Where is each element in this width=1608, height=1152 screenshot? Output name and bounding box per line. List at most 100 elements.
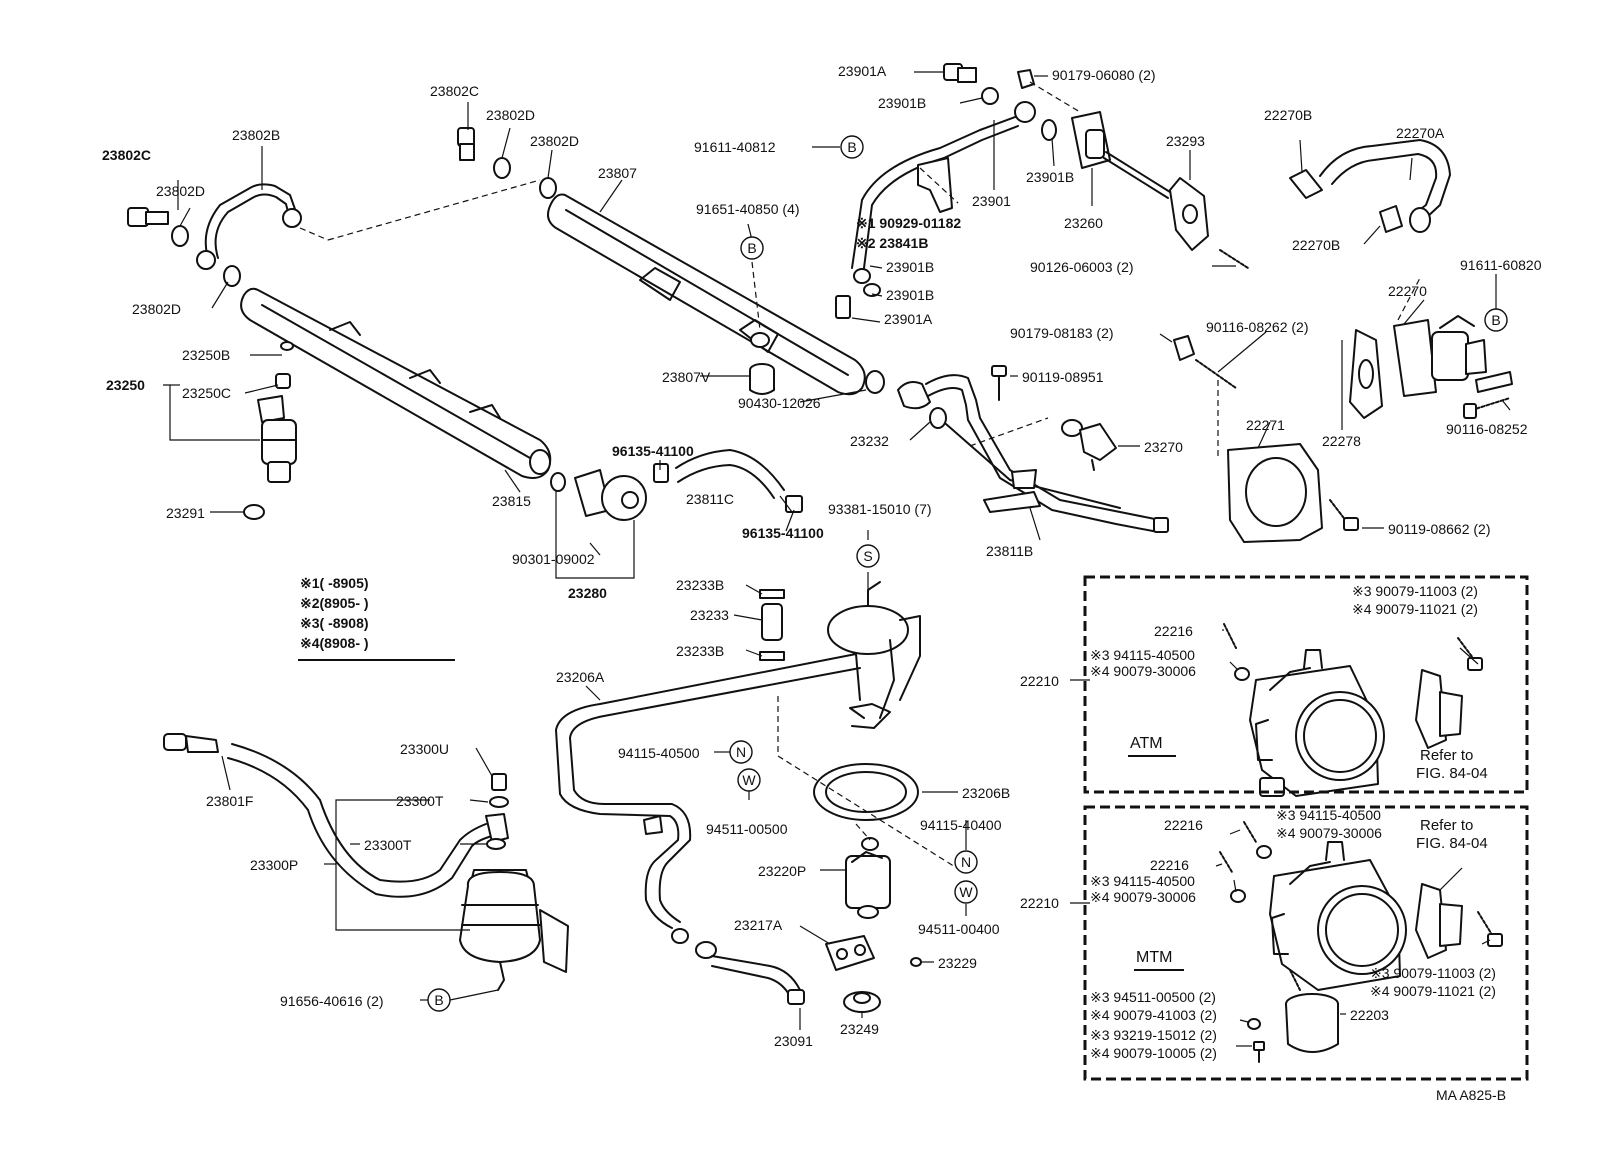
application-notes: ※1( -8905) ※2(8905- ) ※3( -8908) ※4(8908… <box>298 215 961 661</box>
atm-part-1: ※3 90079-11003 (2) <box>1352 583 1478 599</box>
bolt-90119-08662 <box>1329 499 1359 531</box>
label-23901b: 23901B <box>1026 169 1074 185</box>
label-23233b: 23233B <box>676 643 724 659</box>
label-23091: 23091 <box>774 1033 813 1049</box>
part-labels: 23802C 23802D 23802B 23802C 23802D 23802… <box>102 63 1542 1103</box>
label-23217a: 23217A <box>734 917 783 933</box>
label-23807: 23807 <box>598 165 637 181</box>
mtm-ref-1: Refer to <box>1420 817 1473 834</box>
label-23229: 23229 <box>938 955 977 971</box>
label-90116-08262: 90116-08262 (2) <box>1206 319 1308 335</box>
label-23802d: 23802D <box>530 133 579 149</box>
label-23802c: 23802C <box>430 83 479 99</box>
mtm-section: MTM ※3 94115-40500 ※4 90079-30006 ※3 941… <box>1090 807 1496 1061</box>
gasket-23206b <box>813 763 919 821</box>
mtm-part-3: ※3 94115-40500 <box>1090 873 1195 889</box>
label-23250: 23250 <box>106 377 145 393</box>
callout-letter: W <box>959 884 973 900</box>
label-23901: 23901 <box>972 193 1011 209</box>
label-94511-00500: 94511-00500 <box>706 821 788 837</box>
label-23807v: 23807V <box>662 369 711 385</box>
label-22270b: 22270B <box>1264 107 1312 123</box>
label-91656-40616: 91656-40616 (2) <box>280 993 384 1009</box>
filter-23249 <box>843 991 881 1013</box>
atm-part-4: ※4 90079-30006 <box>1090 663 1196 679</box>
mtm-part-1: ※3 94115-40500 <box>1276 807 1381 823</box>
mtm-part-7: ※3 94511-00500 (2) <box>1090 989 1216 1005</box>
label-90119-08662: 90119-08662 (2) <box>1388 521 1490 537</box>
nut-and-stud <box>1173 335 1237 389</box>
label-23901b: 23901B <box>886 287 934 303</box>
label-23300p: 23300P <box>250 857 298 873</box>
pressure-regulator-23280 <box>550 469 647 521</box>
hose-22270a <box>1289 139 1451 233</box>
label-23901b: 23901B <box>878 95 926 111</box>
atm-ref-1: Refer to <box>1420 747 1473 764</box>
label-90116-08252: 90116-08252 <box>1446 421 1528 437</box>
callout-letter: S <box>863 548 872 564</box>
mtm-part-6: ※4 90079-11021 (2) <box>1370 983 1496 999</box>
label-91611-40812: 91611-40812 <box>694 139 776 155</box>
label-23300u: 23300U <box>400 741 449 757</box>
delivery-pipe-23815 <box>240 287 552 479</box>
callout-n-94115-40400: N <box>954 850 978 874</box>
union-bolt-23901a-top <box>943 63 1035 105</box>
callout-letter: N <box>736 744 746 760</box>
label-23233b: 23233B <box>676 577 724 593</box>
throttle-body-atm <box>1223 623 1483 797</box>
label-23270: 23270 <box>1144 439 1183 455</box>
label-23293: 23293 <box>1166 133 1205 149</box>
throttle-body-mtm <box>1219 821 1503 1063</box>
label-23250c: 23250C <box>182 385 231 401</box>
label-23249: 23249 <box>840 1021 879 1037</box>
label-23815: 23815 <box>492 493 531 509</box>
callout-b-91651: B <box>740 236 764 260</box>
mtm-ref-2: FIG. 84-04 <box>1416 835 1488 852</box>
label-22203: 22203 <box>1350 1007 1389 1023</box>
label-23802d: 23802D <box>486 107 535 123</box>
label-90119-08951: 90119-08951 <box>1022 369 1104 385</box>
label-94115-40400: 94115-40400 <box>920 817 1002 833</box>
label-23811b: 23811B <box>986 543 1033 559</box>
injector-23250 <box>243 341 297 520</box>
label-22216: 22216 <box>1150 857 1189 873</box>
callout-letter: N <box>961 854 971 870</box>
hose-23233 <box>759 589 785 661</box>
note-1: ※1( -8905) <box>300 575 369 591</box>
callout-w-94511-00500: W <box>737 768 761 792</box>
vsv-23270 <box>1061 419 1117 471</box>
label-23802b: 23802B <box>232 127 280 143</box>
label-23260: 23260 <box>1064 215 1103 231</box>
label-22216: 22216 <box>1164 817 1203 833</box>
gasket-22271 <box>1227 443 1323 543</box>
label-23802c: 23802C <box>102 147 151 163</box>
callout-b-91656: B <box>427 988 451 1012</box>
union-bolt-23802c-left <box>127 207 189 247</box>
cushion-23217a <box>825 935 922 971</box>
atm-section-box <box>1083 575 1529 794</box>
mtm-title: MTM <box>1136 949 1172 966</box>
label-23802d: 23802D <box>156 183 205 199</box>
mtm-part-4: ※4 90079-30006 <box>1090 889 1196 905</box>
callout-letter: B <box>847 139 856 155</box>
callout-n-94115-40500: N <box>729 740 753 764</box>
label-22270b: 22270B <box>1292 237 1340 253</box>
atm-part-2: ※4 90079-11021 (2) <box>1352 601 1478 617</box>
label-22216: 22216 <box>1154 623 1193 639</box>
label-22270a: 22270A <box>1396 125 1445 141</box>
label-23300t: 23300T <box>396 793 444 809</box>
label-90179-08183: 90179-08183 (2) <box>1010 325 1114 341</box>
label-23300t: 23300T <box>364 837 412 853</box>
label-96135-41100: 96135-41100 <box>742 525 824 541</box>
label-22270: 22270 <box>1388 283 1427 299</box>
mtm-part-5: ※3 90079-11003 (2) <box>1370 965 1496 981</box>
note-3: ※3( -8908) <box>300 615 369 631</box>
callout-w-94511-00400: W <box>954 880 978 904</box>
label-90301-09002: 90301-09002 <box>512 551 595 567</box>
label-90179-06080: 90179-06080 (2) <box>1052 67 1156 83</box>
label-22210: 22210 <box>1020 673 1059 689</box>
note-2: ※2(8905- ) <box>300 595 369 611</box>
label-23220p: 23220P <box>758 863 806 879</box>
hose-23091 <box>695 941 805 1005</box>
pipe-note-2: ※2 23841B <box>856 235 928 251</box>
